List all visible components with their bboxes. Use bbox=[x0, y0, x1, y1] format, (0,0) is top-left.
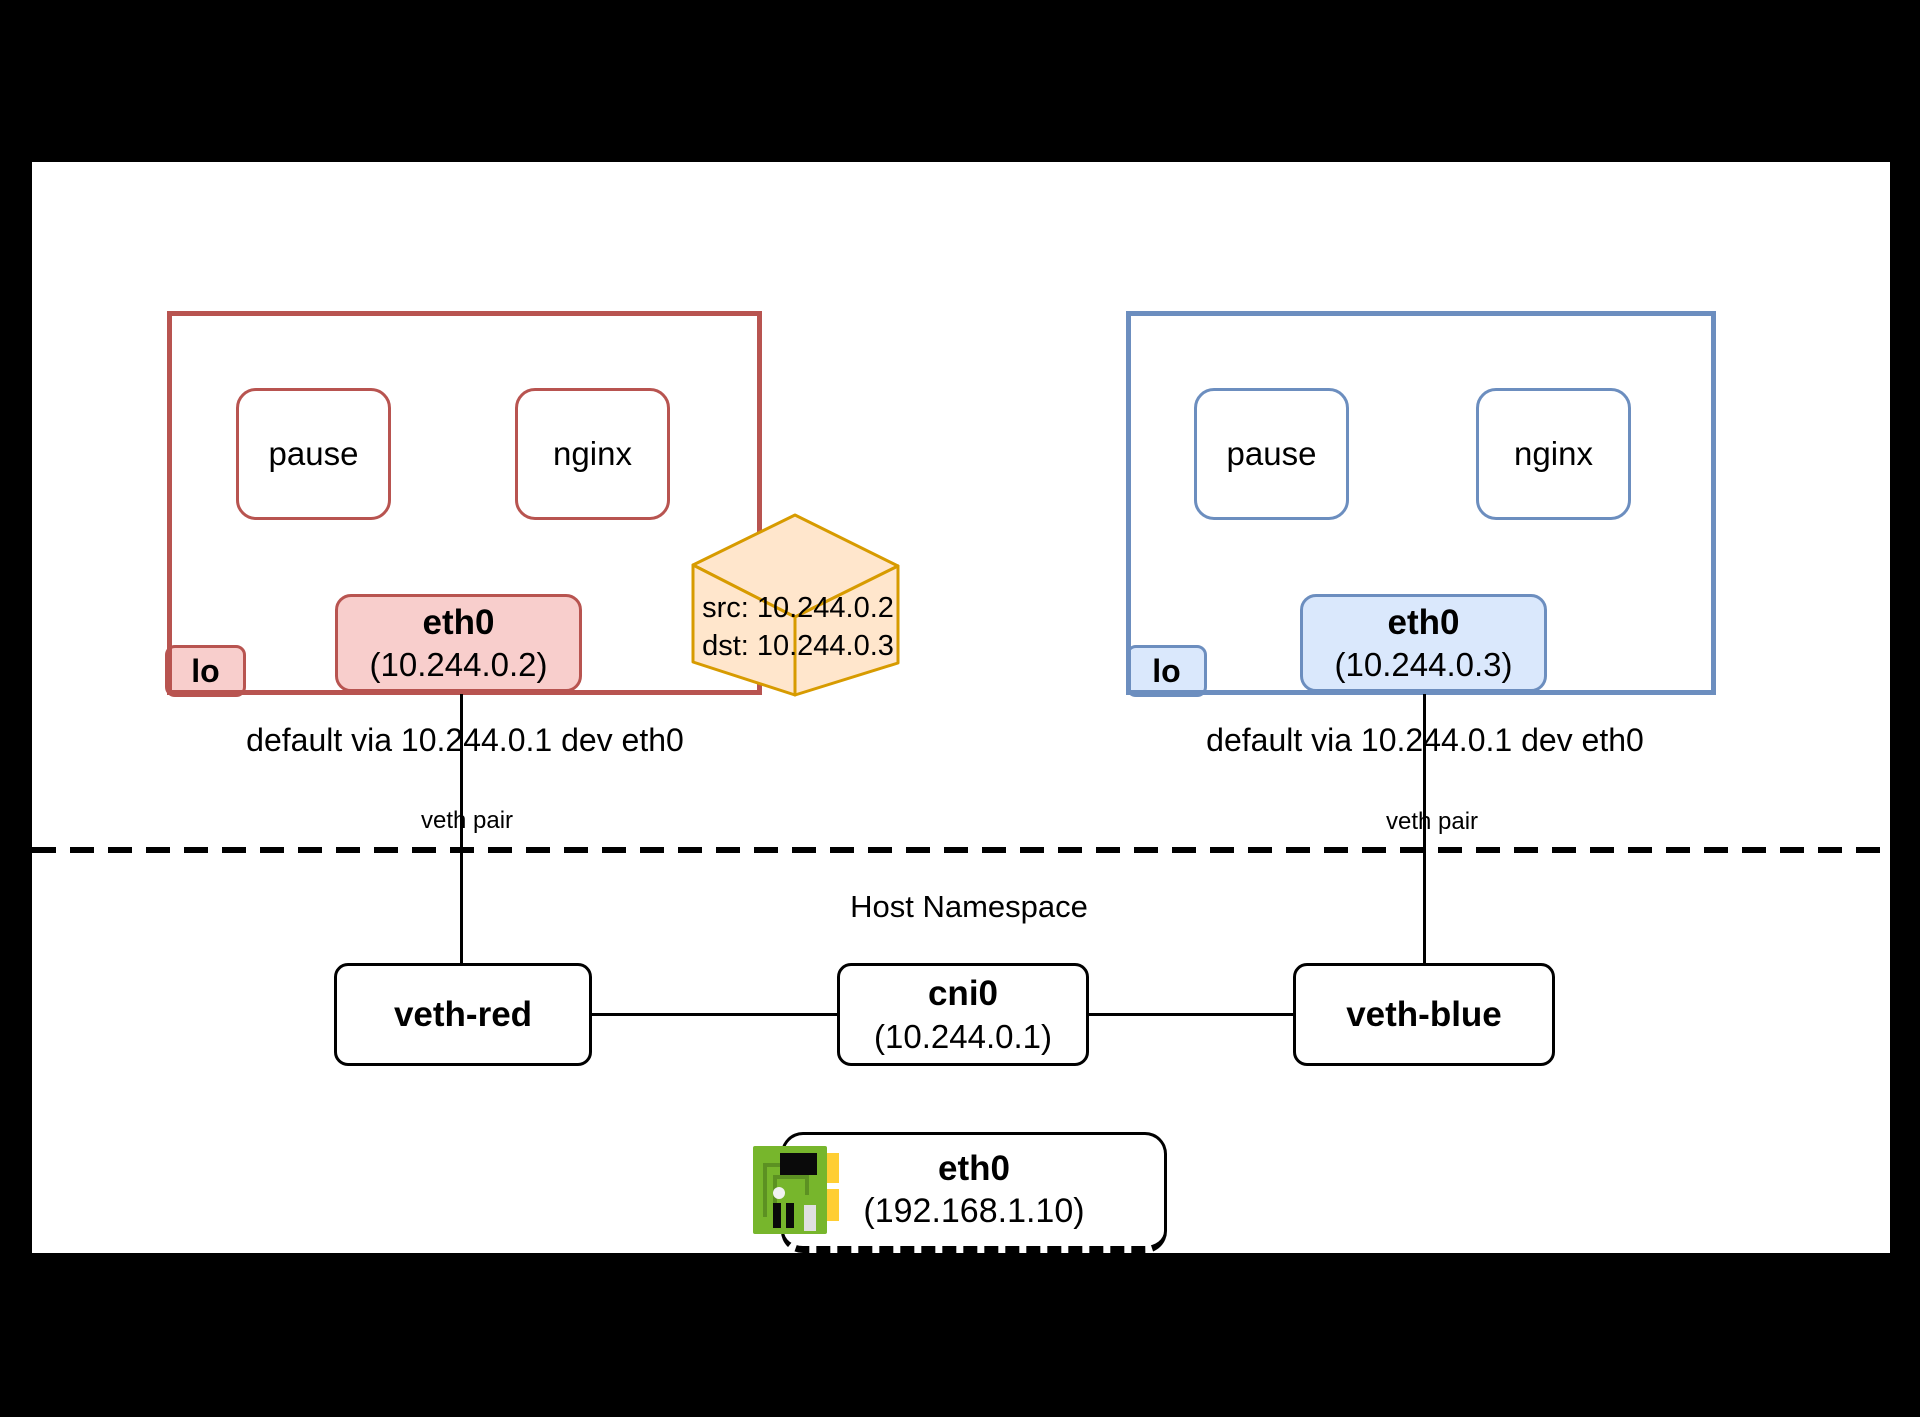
pod-red-lo-interface: lo bbox=[165, 645, 246, 697]
veth-red-box: veth-red bbox=[334, 963, 592, 1066]
pod-red-boundary bbox=[167, 311, 762, 695]
host-eth0-ip: (192.168.1.10) bbox=[863, 1192, 1085, 1231]
pod-blue-lo-label: lo bbox=[1152, 652, 1181, 689]
pod-red-eth0-interface: eth0 (10.244.0.2) bbox=[335, 594, 582, 692]
cni0-ip: (10.244.0.1) bbox=[874, 1017, 1052, 1055]
pod-blue-nginx-label: nginx bbox=[1514, 435, 1593, 472]
veth-pair-line-red bbox=[460, 694, 463, 964]
pod-blue-eth0-name: eth0 bbox=[1387, 602, 1460, 642]
veth-pair-line-blue bbox=[1423, 694, 1426, 964]
link-veth-red-to-cni0 bbox=[592, 1013, 837, 1016]
cni0-bridge-box: cni0 (10.244.0.1) bbox=[837, 963, 1089, 1066]
pod-blue-eth0-ip: (10.244.0.3) bbox=[1334, 646, 1513, 684]
host-eth0-name: eth0 bbox=[938, 1149, 1010, 1189]
network-card-icon bbox=[753, 1146, 839, 1234]
pod-red-default-route-label: default via 10.244.0.1 dev eth0 bbox=[246, 722, 684, 758]
pod-blue-boundary bbox=[1126, 311, 1716, 695]
pod-blue-container-pause: pause bbox=[1194, 388, 1349, 520]
pod-blue-container-nginx: nginx bbox=[1476, 388, 1631, 520]
pod-blue-default-route-label: default via 10.244.0.1 dev eth0 bbox=[1206, 722, 1644, 758]
cni0-name: cni0 bbox=[927, 974, 999, 1013]
pod-red-eth0-name: eth0 bbox=[422, 602, 495, 642]
link-cni0-to-veth-blue bbox=[1089, 1013, 1293, 1016]
packet-src-dst-label: src: 10.244.0.2 dst: 10.244.0.3 bbox=[678, 589, 918, 665]
host-namespace-label: Host Namespace bbox=[850, 889, 1088, 924]
host-eth0-box: eth0 (192.168.1.10) bbox=[781, 1132, 1167, 1253]
veth-blue-box: veth-blue bbox=[1293, 963, 1555, 1066]
veth-blue-label: veth-blue bbox=[1346, 994, 1502, 1034]
pod-red-lo-label: lo bbox=[191, 652, 220, 689]
pod-red-eth0-ip: (10.244.0.2) bbox=[369, 646, 548, 684]
packet-dst-label: dst: 10.244.0.3 bbox=[702, 630, 894, 662]
veth-pair-label-blue: veth pair bbox=[1385, 808, 1479, 835]
pod-red-nginx-label: nginx bbox=[553, 435, 632, 472]
veth-red-label: veth-red bbox=[393, 994, 533, 1034]
diagram-canvas bbox=[32, 162, 1890, 1253]
namespace-divider-dashed-line bbox=[32, 847, 1890, 853]
pod-red-container-pause: pause bbox=[236, 388, 391, 520]
packet-cube-icon bbox=[691, 513, 900, 697]
pod-red-container-nginx: nginx bbox=[515, 388, 670, 520]
pod-red-pause-label: pause bbox=[268, 435, 359, 472]
veth-pair-label-red: veth pair bbox=[420, 807, 514, 834]
pod-blue-eth0-interface: eth0 (10.244.0.3) bbox=[1300, 594, 1547, 692]
pod-blue-pause-label: pause bbox=[1226, 435, 1317, 472]
packet-src-label: src: 10.244.0.2 bbox=[702, 592, 894, 624]
